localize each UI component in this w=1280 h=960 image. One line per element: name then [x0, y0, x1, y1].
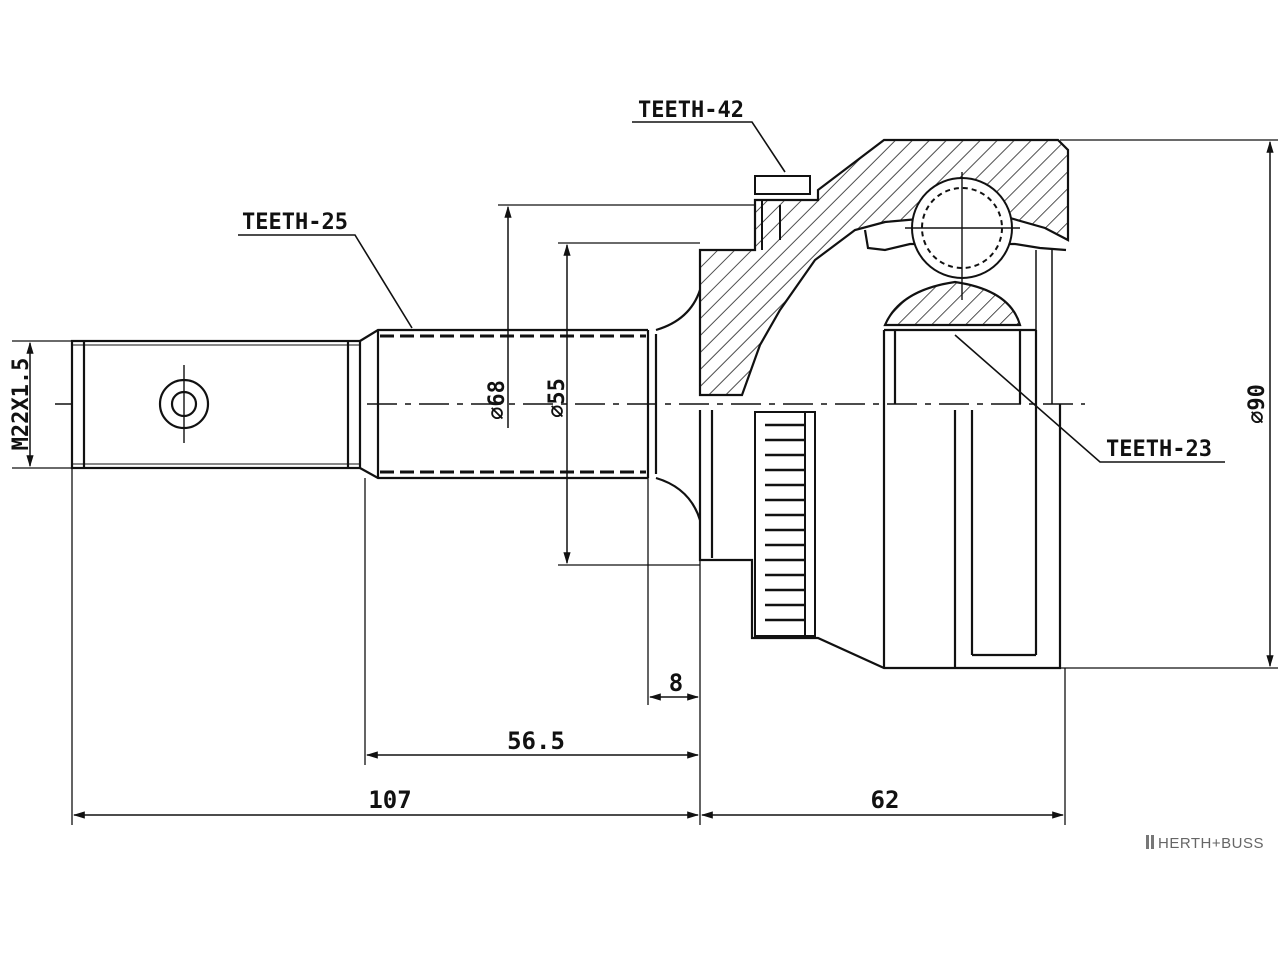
threaded-stub — [70, 339, 362, 470]
dimension-lines — [26, 140, 1274, 819]
label-teeth-23: TEETH-23 — [1106, 437, 1212, 462]
ball-bearing — [905, 172, 1020, 300]
dimension-56-5: 56.5 — [507, 727, 565, 755]
dimension-8: 8 — [669, 669, 683, 697]
label-diameter-90: ∅90 — [1245, 384, 1270, 424]
label-teeth-25: TEETH-25 — [242, 210, 348, 235]
dimension-107: 107 — [368, 786, 411, 814]
label-thread-size: M22X1.5 — [9, 358, 34, 451]
splined-shaft — [359, 289, 702, 521]
leader-lines — [238, 121, 1225, 463]
stop-ring — [754, 175, 811, 250]
label-teeth-42: TEETH-42 — [638, 98, 744, 123]
label-diameter-55: ∅55 — [545, 378, 570, 418]
herth-buss-logo-icon — [1146, 835, 1154, 849]
bell-lower-body — [698, 250, 1062, 670]
dimension-62: 62 — [871, 786, 900, 814]
abs-tone-ring — [754, 411, 816, 637]
brand-mark: HERTH+BUSS — [1146, 835, 1264, 852]
brand-name: HERTH+BUSS — [1158, 835, 1264, 852]
label-diameter-68: ∅68 — [485, 380, 510, 420]
extension-lines — [12, 139, 1278, 825]
